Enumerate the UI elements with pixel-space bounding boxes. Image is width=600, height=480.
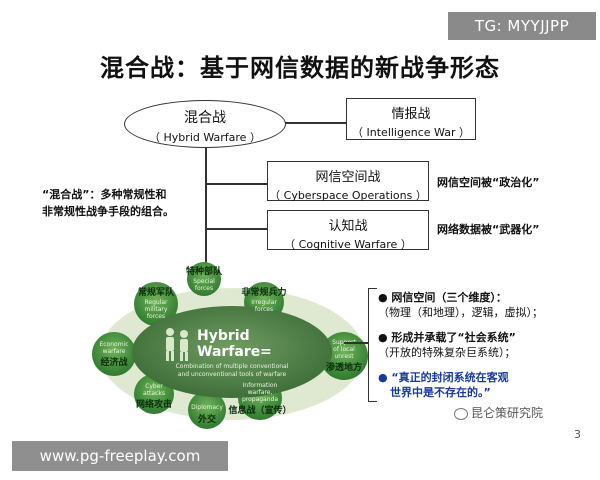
point3-line2: 世界中是不存在的。” bbox=[390, 386, 491, 399]
point2-head: ● 形成并承载了“社会系统” bbox=[378, 331, 516, 344]
petal-top-left bbox=[134, 282, 178, 326]
soldiers-icon bbox=[166, 328, 188, 361]
cyber-en: （ Cyberspace Operations ） bbox=[269, 189, 427, 202]
page-number: 3 bbox=[574, 428, 581, 441]
logo: 昆仑策研究院 bbox=[454, 404, 543, 421]
root-cn: 混合战 bbox=[184, 110, 226, 126]
petal-top-en2: forces bbox=[195, 285, 213, 292]
petal-bottom-right-en3: propaganda bbox=[242, 396, 278, 403]
line-to-cognitive bbox=[205, 228, 267, 230]
petal-bottom-right-cn: 信息战（宣传） bbox=[228, 404, 291, 416]
intel-en: （ Intelligence War ） bbox=[352, 126, 470, 139]
petal-right-en2: of local bbox=[333, 346, 355, 353]
cyber-note: 网信空间被“政治化” bbox=[437, 176, 540, 189]
trunk-line bbox=[205, 146, 207, 268]
petal-top-right-cn: 非常规兵力 bbox=[241, 286, 286, 298]
petal-top-left-en3: forces bbox=[147, 313, 165, 320]
petal-bottom-left-en2: attacks bbox=[143, 390, 165, 397]
cognitive-cn: 认知战 bbox=[328, 219, 368, 234]
intel-cn: 情报战 bbox=[391, 107, 431, 122]
petal-right-en3: unrest bbox=[334, 353, 354, 360]
petal-left-en1: Economic bbox=[99, 341, 128, 348]
petal-left-en2: warfare bbox=[103, 348, 126, 355]
points-list: ● 网信空间（三个维度）： （物理（和地理），逻辑，虚拟）； ● 形成并承载了“… bbox=[378, 290, 584, 400]
center-caption-2: and unconventional tools of warfare bbox=[178, 371, 287, 378]
petal-left bbox=[92, 332, 136, 376]
definition: “混合战”：多种常规性和 非常规性战争手段的组合。 bbox=[42, 186, 174, 220]
cyber-node: 网信空间战 （ Cyberspace Operations ） bbox=[267, 161, 429, 202]
petal-bottom-left-cn: 网络攻击 bbox=[136, 398, 172, 410]
intel-node: 情报战 （ Intelligence War ） bbox=[346, 98, 476, 140]
root-node: 混合战 （ Hybrid Warfare ） bbox=[124, 100, 286, 148]
petal-bottom bbox=[188, 391, 226, 429]
petal-bottom-right-en1: Information bbox=[243, 382, 278, 389]
petal-top-left-en2: military bbox=[145, 306, 168, 313]
cyber-cn: 网信空间战 bbox=[315, 170, 381, 185]
bracket-link bbox=[344, 342, 368, 344]
petal-top-en1: Special bbox=[193, 278, 215, 285]
point3-line1: ● “真正的封闭系统在客观 bbox=[378, 371, 509, 384]
petal-bottom-left-en1: Cyber bbox=[145, 383, 163, 390]
page-title: 混合战：基于网信数据的新战争形态 bbox=[100, 54, 500, 82]
point1-head: ● 网信空间（三个维度）： bbox=[378, 291, 507, 304]
cognitive-node: 认知战 （ Cognitive Warfare ） bbox=[267, 210, 429, 251]
petal-top bbox=[187, 262, 221, 296]
center-title-1: Hybrid bbox=[197, 328, 250, 344]
center-caption-1: Combination of multiple conventional bbox=[176, 363, 289, 370]
cognitive-en: （ Cognitive Warfare ） bbox=[284, 238, 412, 251]
petal-bottom-en1: Diplomacy bbox=[191, 404, 223, 411]
equals-sign: = bbox=[260, 344, 272, 360]
hybrid-warfare-diagram: Hybrid Warfare = Combination of multiple… bbox=[92, 262, 368, 429]
line-to-cyber bbox=[205, 183, 267, 185]
point1-body: （物理（和地理），逻辑，虚拟）； bbox=[378, 306, 543, 319]
petal-right-cn: 渗透地方 bbox=[326, 361, 362, 373]
petal-top-right-en2: forces bbox=[255, 306, 273, 313]
definition-line1: “混合战”：多种常规性和 bbox=[42, 188, 167, 201]
petal-bottom-right-en2: warfare, bbox=[248, 389, 273, 396]
center-title-2: Warfare bbox=[197, 344, 260, 360]
petal-top-left-cn: 常规军队 bbox=[138, 286, 175, 298]
root-en: （ Hybrid Warfare ） bbox=[149, 131, 261, 144]
point2-body: （开放的特殊复杂巨系统）； bbox=[378, 346, 516, 359]
tg-badge: TG: MYYJJPP bbox=[448, 12, 596, 40]
watermark: www.pg-freeplay.com bbox=[12, 441, 228, 471]
definition-line2: 非常规性战争手段的组合。 bbox=[42, 205, 174, 218]
petal-top-right-en1: Irregular bbox=[251, 299, 277, 306]
petal-right bbox=[320, 332, 368, 380]
center-node bbox=[132, 306, 332, 398]
petal-left-cn: 经济战 bbox=[100, 356, 127, 368]
petal-top-left-en1: Regular bbox=[144, 299, 168, 306]
wechat-icon bbox=[454, 407, 468, 420]
petal-bottom-cn: 外交 bbox=[197, 413, 216, 425]
line-to-intel bbox=[284, 122, 346, 124]
list-bracket bbox=[368, 288, 377, 402]
cognitive-note: 网络数据被“武器化” bbox=[437, 223, 540, 236]
logo-text: 昆仑策研究院 bbox=[471, 406, 544, 420]
petal-top-cn: 特种部队 bbox=[186, 265, 223, 277]
